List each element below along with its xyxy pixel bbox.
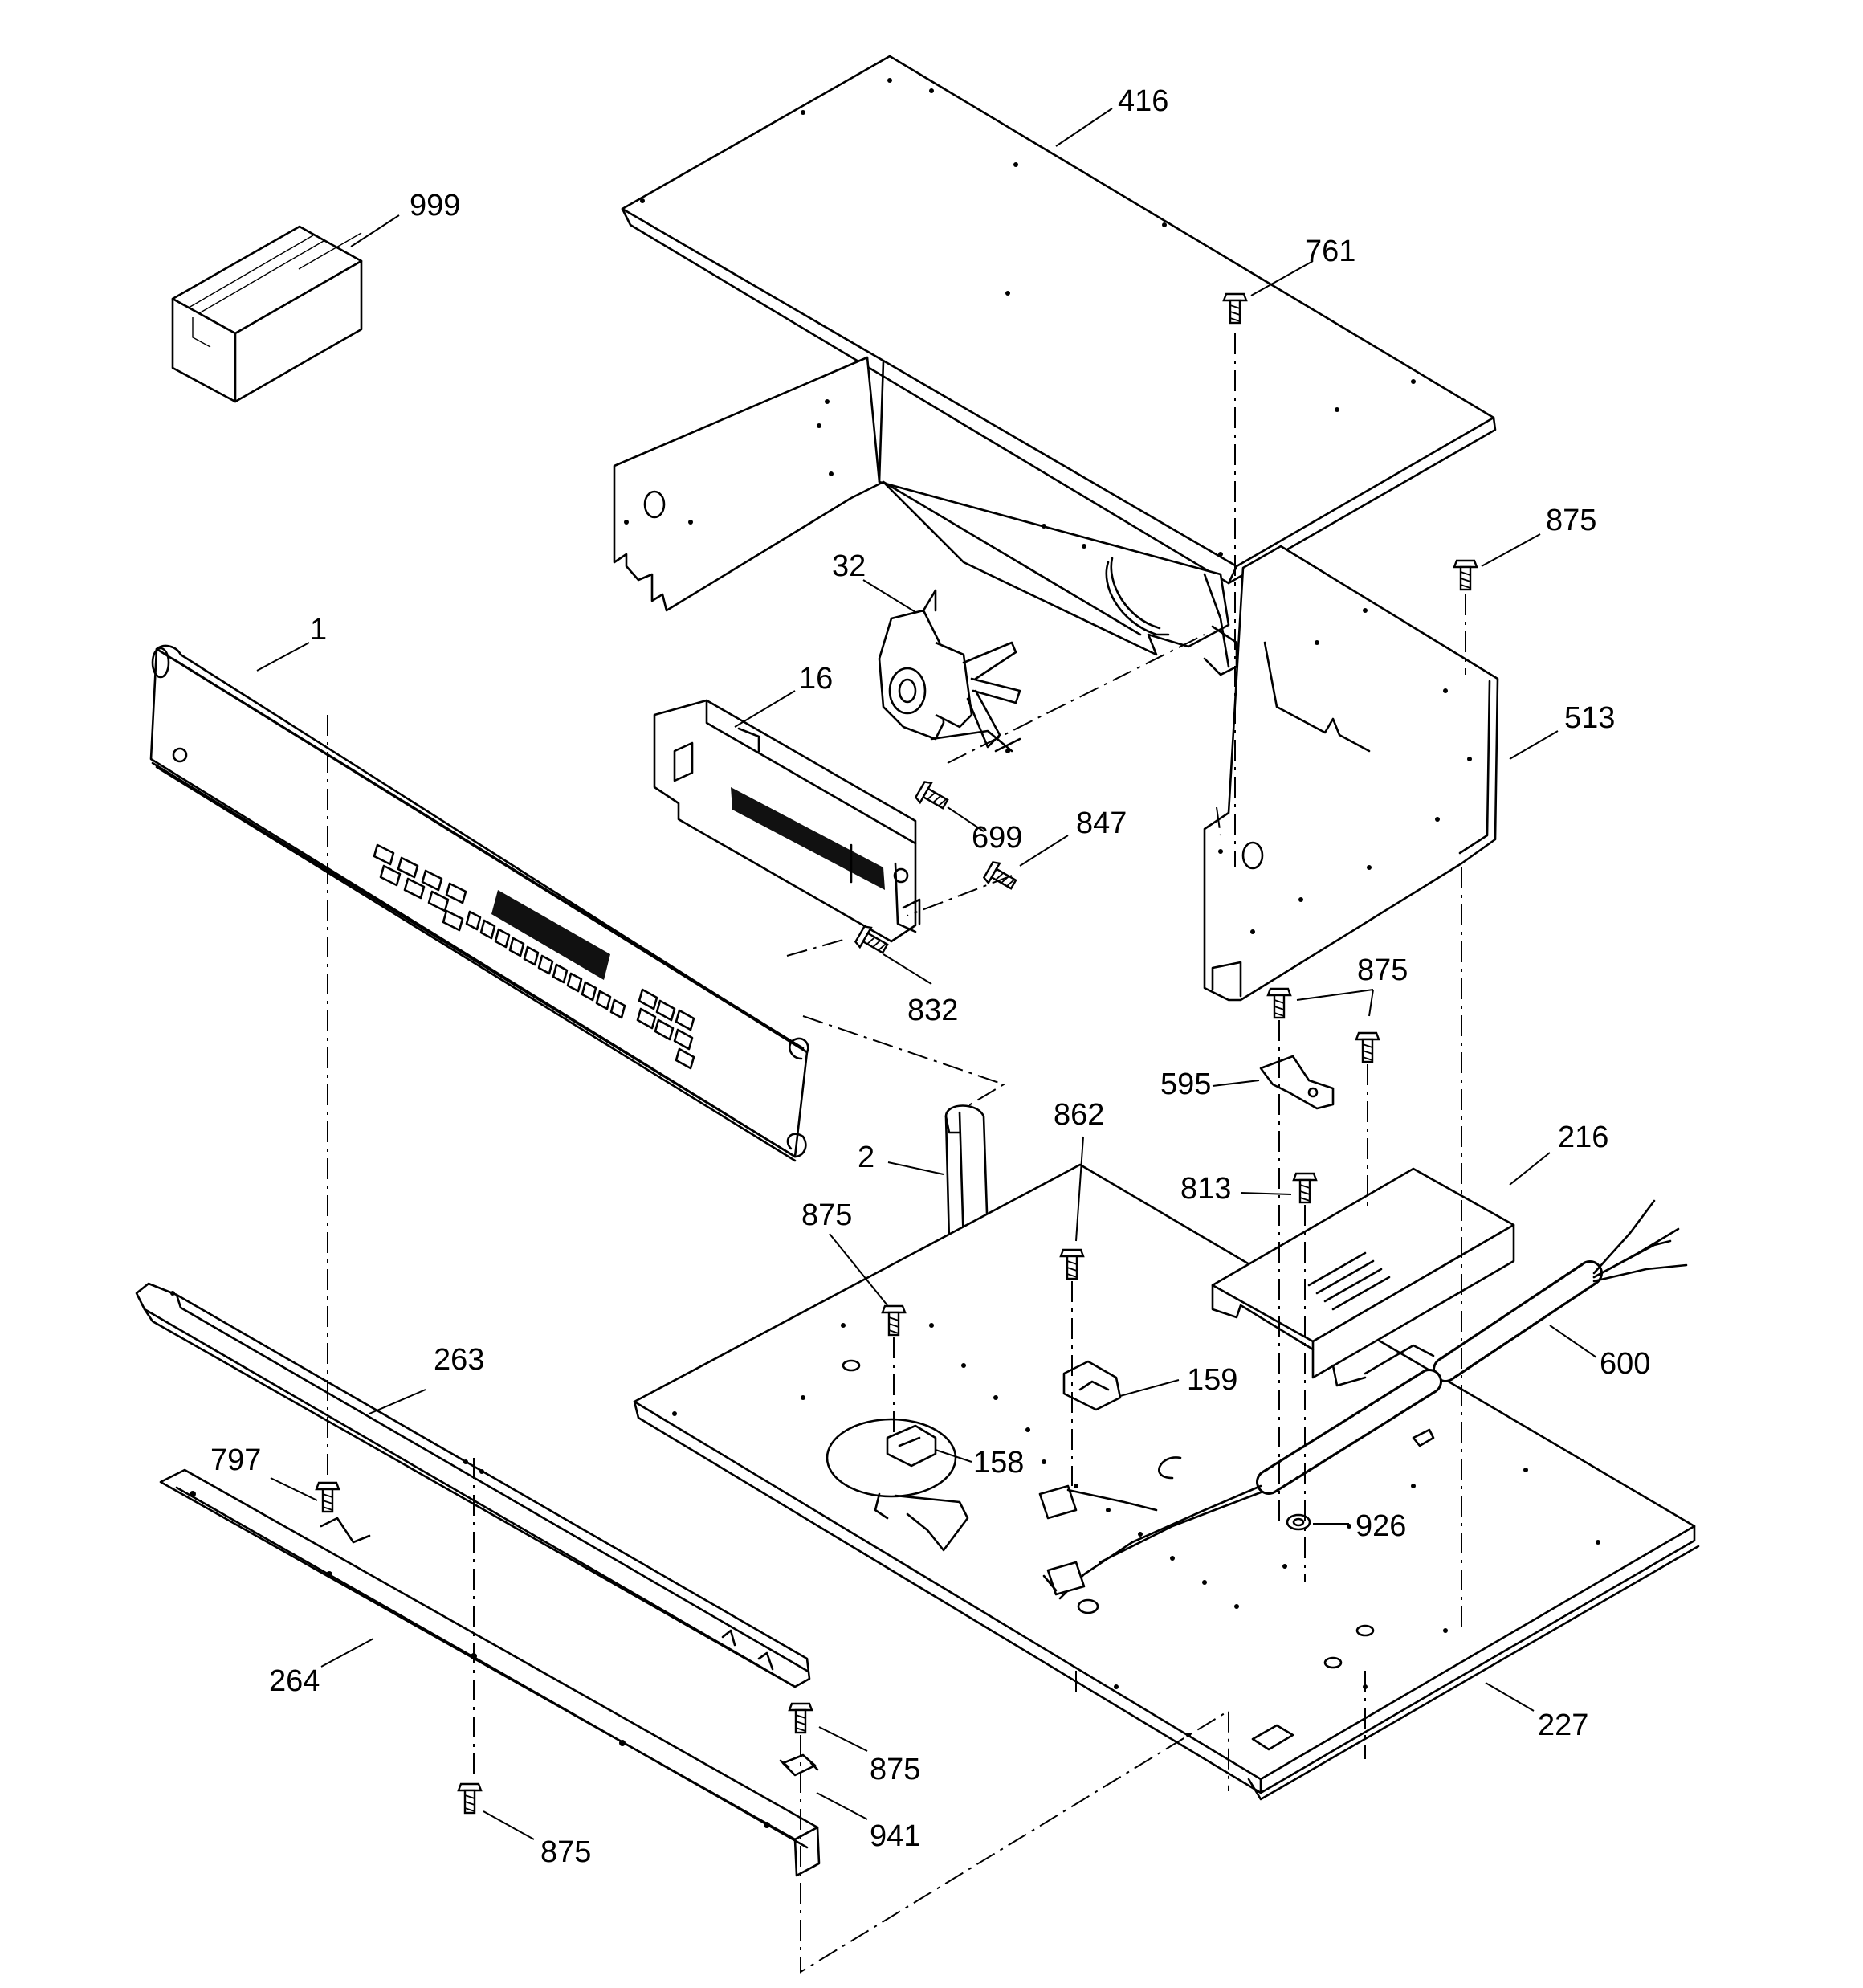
label-part-875-right-pair: 875: [1357, 953, 1408, 987]
screw-813: [1292, 1172, 1318, 1204]
side-panel-513: [1203, 545, 1499, 1002]
leader-lines: [256, 108, 1597, 1840]
label-part-761: 761: [1305, 235, 1355, 268]
label-part-227: 227: [1538, 1708, 1588, 1742]
label-part-797: 797: [210, 1443, 261, 1477]
label-part-875-bottom-left: 875: [540, 1835, 591, 1869]
control-panel-1: [149, 644, 809, 1162]
label-part-263: 263: [434, 1343, 484, 1377]
label-part-600: 600: [1600, 1347, 1650, 1381]
label-part-1: 1: [310, 613, 327, 647]
part-labels: 416 999 761 875 32 1 16 513 699 847 832 …: [210, 84, 1650, 1869]
label-part-941: 941: [870, 1819, 920, 1853]
label-part-264: 264: [269, 1664, 320, 1698]
screw-699: [913, 778, 952, 815]
blower-motor-32: [878, 589, 1021, 753]
label-part-2: 2: [858, 1141, 874, 1174]
label-part-699: 699: [972, 821, 1022, 855]
screw-875-top-right: [1453, 559, 1478, 591]
label-part-159: 159: [1187, 1363, 1237, 1397]
label-part-875-bottom-mid: 875: [870, 1753, 920, 1786]
label-part-32: 32: [832, 549, 866, 583]
screw-875-bottom-mid: [788, 1702, 813, 1734]
clip-941: [779, 1753, 819, 1777]
screw-847: [981, 859, 1021, 896]
keypad-right: [636, 988, 695, 1070]
alignment-lines: [327, 333, 1466, 1974]
label-part-416: 416: [1118, 84, 1168, 118]
label-part-216: 216: [1558, 1121, 1608, 1154]
heater-cover-216: [1211, 1167, 1515, 1387]
screw-797: [315, 1481, 340, 1513]
label-part-999: 999: [410, 189, 460, 222]
service-box-999: [171, 225, 363, 403]
label-part-862: 862: [1054, 1098, 1104, 1132]
label-part-595: 595: [1160, 1067, 1211, 1101]
top-panel-416: [621, 55, 1497, 585]
label-part-875-top-right: 875: [1546, 504, 1596, 537]
keypad-left: [373, 843, 467, 932]
label-part-513: 513: [1564, 701, 1615, 735]
bracket-595: [1259, 1055, 1335, 1110]
grommet-926: [1286, 1513, 1311, 1531]
label-part-16: 16: [799, 662, 833, 696]
thermostat-159: [1062, 1360, 1122, 1411]
back-side-panel: [613, 356, 1238, 676]
number-keys: [465, 910, 626, 1019]
label-part-847: 847: [1076, 806, 1127, 840]
control-board-16: [653, 699, 921, 943]
heating-element-600: [1038, 1199, 1688, 1600]
screw-875-pair-left: [1266, 987, 1292, 1019]
label-part-832: 832: [907, 994, 958, 1027]
label-part-875-center: 875: [801, 1198, 852, 1232]
label-part-158: 158: [973, 1446, 1024, 1480]
screw-875-pair-right: [1355, 1031, 1380, 1063]
thermostat-158: [886, 1424, 937, 1468]
screw-875-bottom-left: [457, 1782, 483, 1815]
label-part-926: 926: [1355, 1509, 1406, 1543]
label-part-813: 813: [1180, 1172, 1231, 1206]
